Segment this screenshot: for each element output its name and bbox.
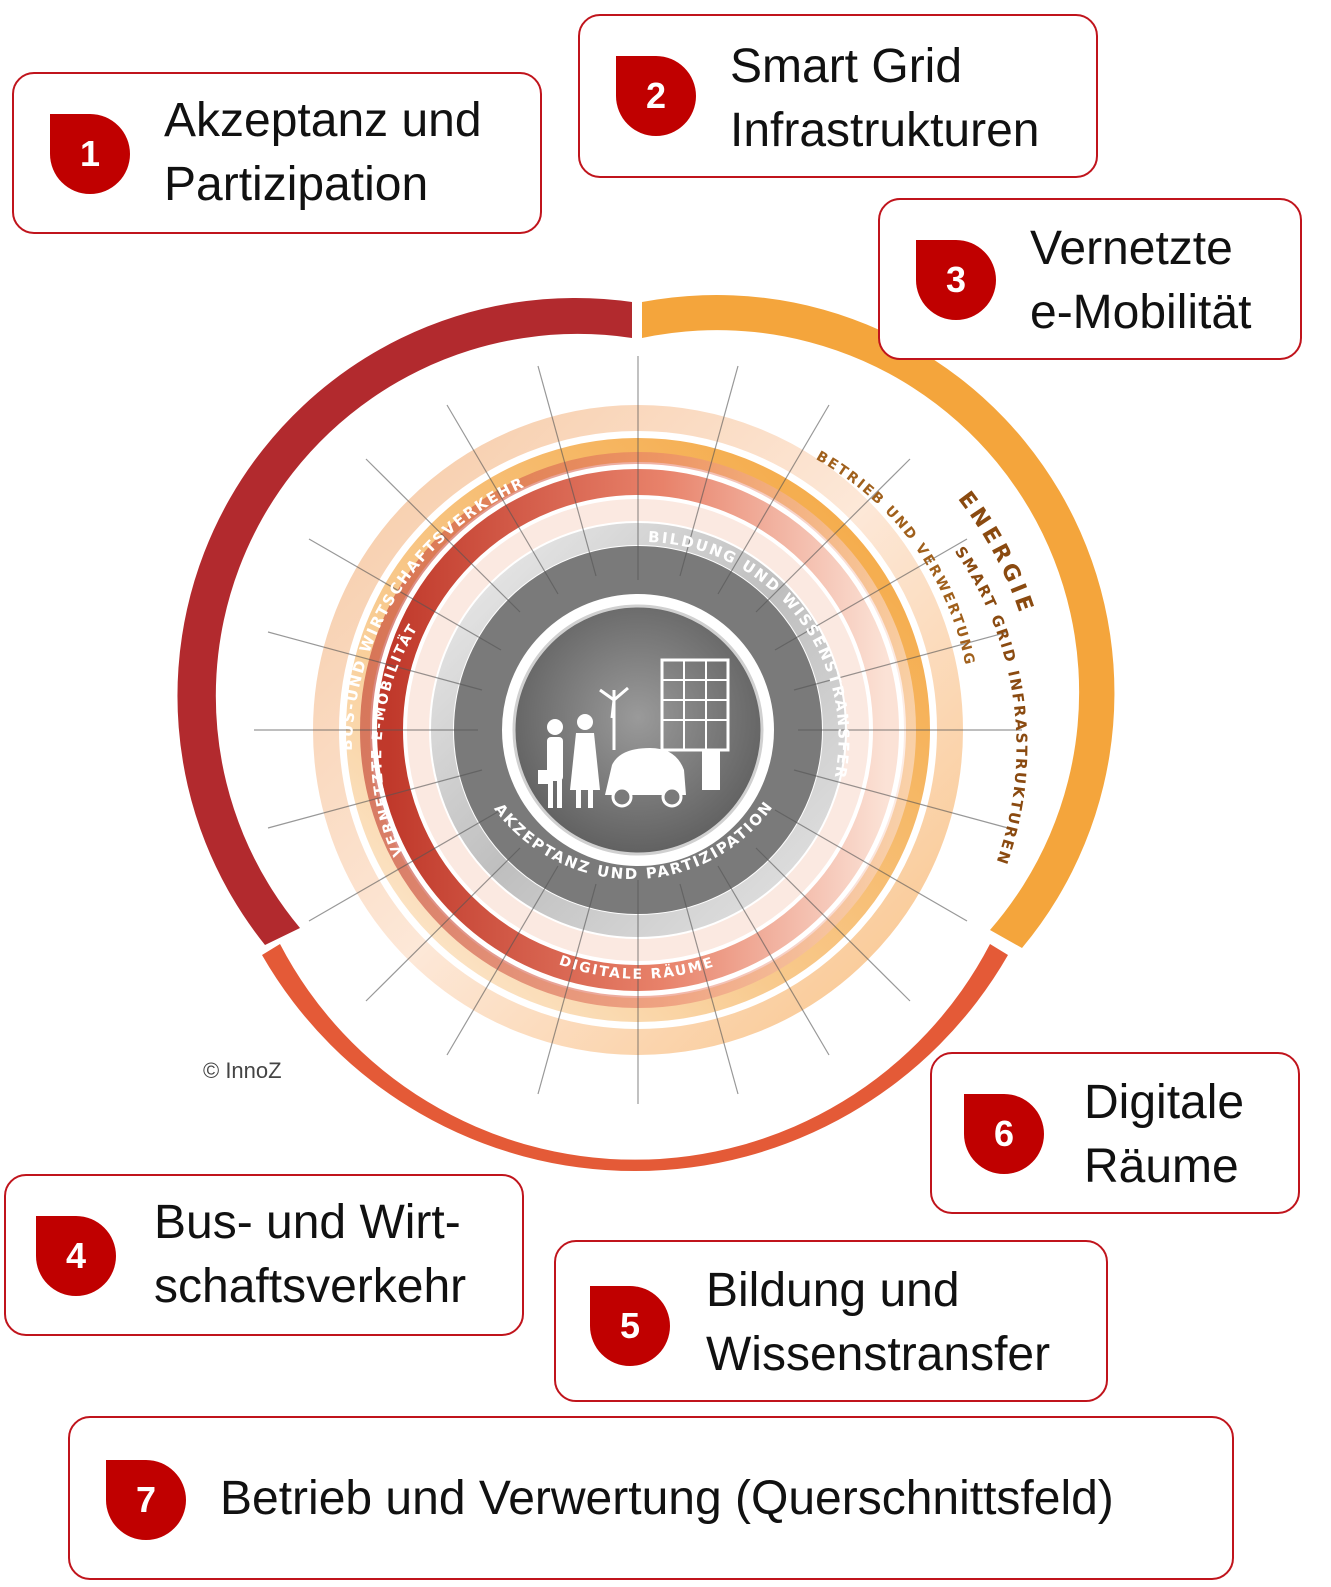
sector-label-kommunikation: KOMMUNIKATION: [500, 1104, 743, 1149]
copyright-text: © InnoZ: [203, 1058, 282, 1083]
sector-energie-arc: [642, 294, 1115, 948]
callout-3: 3 Vernetzte e-Mobilität: [878, 198, 1302, 360]
callout-number-badge: 4: [36, 1216, 116, 1296]
sector-kommunikation-arc: [262, 944, 1008, 1172]
callout-5: 5 Bildung und Wissenstransfer: [554, 1240, 1108, 1402]
callout-number-badge: 1: [50, 114, 130, 194]
callout-label-line2: Wissenstransfer: [706, 1328, 1051, 1381]
callout-number-badge: 5: [590, 1286, 670, 1366]
callout-6: 6 Digitale Räume: [930, 1052, 1300, 1214]
callout-label-line1: Betrieb und Verwertung (Querschnittsfeld…: [220, 1472, 1114, 1525]
callout-number-badge: 3: [916, 240, 996, 320]
svg-text:KOMMUNIKATION: KOMMUNIKATION: [500, 1104, 747, 1149]
callout-7: 7 Betrieb und Verwertung (Querschnittsfe…: [68, 1416, 1234, 1580]
callout-label-line2: Räume: [1084, 1140, 1239, 1193]
callout-2: 2 Smart Grid Infrastrukturen: [578, 14, 1098, 178]
callout-label-line1: Bus- und Wirt-: [154, 1196, 461, 1249]
callout-label-line2: Infrastrukturen: [730, 104, 1040, 157]
callout-label-line1: Vernetzte: [1030, 222, 1233, 275]
callout-label-line1: Akzeptanz und: [164, 94, 482, 147]
sector-mobilitaet-arc: [177, 297, 632, 945]
callout-number-badge: 2: [616, 56, 696, 136]
callout-label-line2: Partizipation: [164, 158, 429, 211]
wheel-spokes: [254, 356, 1022, 1104]
callout-label-line1: Smart Grid: [730, 40, 963, 93]
callout-label-line2: schaftsverkehr: [154, 1260, 467, 1313]
callout-4: 4 Bus- und Wirt- schaftsverkehr: [4, 1174, 524, 1336]
callout-number-badge: 6: [964, 1094, 1044, 1174]
callout-number-badge: 7: [106, 1460, 186, 1540]
callout-label-line2: e-Mobilität: [1030, 286, 1252, 339]
center-pictogram-icon: [538, 658, 730, 808]
callout-label-line1: Bildung und: [706, 1264, 960, 1317]
callout-label-line1: Digitale: [1084, 1076, 1245, 1129]
callout-1: 1 Akzeptanz und Partizipation: [12, 72, 542, 234]
